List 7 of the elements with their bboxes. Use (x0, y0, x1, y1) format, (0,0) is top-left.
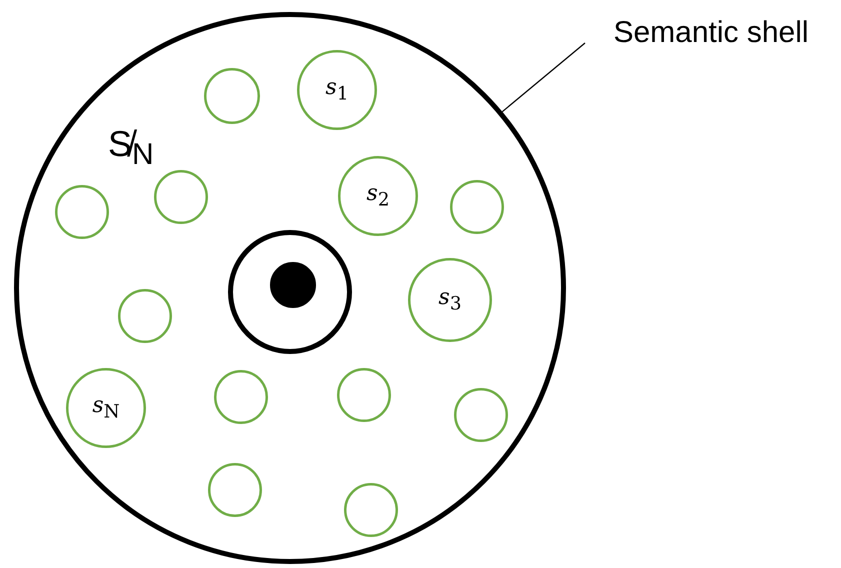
symbol-label: s$_{N}$ (92, 394, 120, 422)
shell-label: Semantic shell (581, 13, 841, 53)
leader-line (502, 42, 586, 112)
symbol-label: s$_{1}$ (326, 76, 348, 104)
symbol-label: S̸$_{N}$ (108, 122, 154, 174)
symbol-label: s$_{3}$ (438, 286, 462, 314)
symbol-label: s$_{2}$ (366, 182, 390, 210)
